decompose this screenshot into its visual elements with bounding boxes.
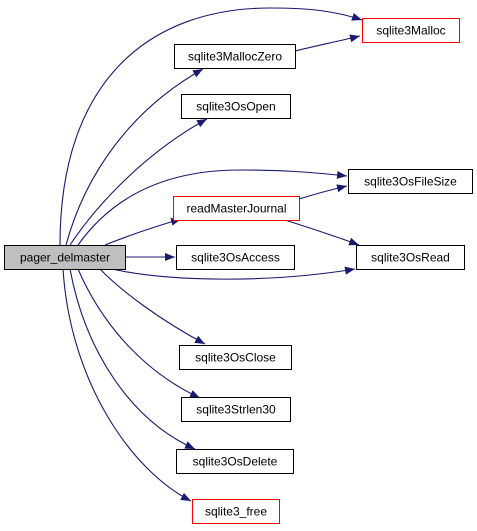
node-box [173,196,300,221]
node-sqlite3OsAccess[interactable]: sqlite3OsAccess [176,245,295,270]
node-sqlite3OsFileSize[interactable]: sqlite3OsFileSize [348,169,473,194]
node-sqlite3Malloc[interactable]: sqlite3Malloc [362,18,460,43]
node-label: sqlite3OsOpen [196,100,275,114]
node-box [176,449,294,474]
edge-pager_delmaster-to-sqlite3OsOpen [69,118,208,246]
node-label: sqlite3OsFileSize [364,175,457,189]
edge-pager_delmaster-to-sqlite3OsClose [99,268,206,345]
edge-pager_delmaster-to-sqlite3OsFileSize [77,169,348,246]
edge-pager_delmaster-to-sqlite3Malloc [59,7,363,246]
edge-readMasterJournal-to-sqlite3OsFileSize [298,184,348,200]
edge-pager_delmaster-to-readMasterJournal [104,217,182,246]
node-box [4,245,126,270]
node-pager_delmaster[interactable]: pager_delmaster [4,245,126,270]
nodes-layer: pager_delmaster sqlite3Malloc sqlite3Mallo… [4,18,473,524]
node-label: pager_delmaster [20,251,110,265]
node-box [362,18,460,43]
node-box [174,44,296,69]
node-label: sqlite3OsDelete [193,455,278,469]
node-sqlite3_free[interactable]: sqlite3_free [192,499,280,524]
node-label: sqlite3OsAccess [191,251,280,265]
edge-pager_delmaster-to-sqlite3Strlen30 [77,268,201,399]
edge-pager_delmaster-to-sqlite3OsDelete [69,268,196,450]
edge-sqlite3MallocZero-to-sqlite3Malloc [294,34,361,52]
node-sqlite3OsOpen[interactable]: sqlite3OsOpen [181,94,291,119]
node-label: sqlite3MallocZero [188,50,282,64]
edge-readMasterJournal-to-sqlite3OsRead [284,219,360,246]
node-box [356,245,465,270]
node-label: sqlite3OsRead [371,251,450,265]
edge-pager_delmaster-to-sqlite3OsRead [111,266,356,280]
node-box [179,345,292,370]
node-label: sqlite3Strlen30 [196,403,276,417]
edges-layer [59,7,363,502]
node-label: sqlite3OsClose [195,351,276,365]
node-box [348,169,473,194]
node-sqlite3OsDelete[interactable]: sqlite3OsDelete [176,449,294,474]
node-label: readMasterJournal [186,202,286,216]
node-sqlite3MallocZero[interactable]: sqlite3MallocZero [174,44,296,69]
node-box [176,245,295,270]
node-box [181,397,291,422]
node-sqlite3OsRead[interactable]: sqlite3OsRead [356,245,465,270]
node-label: sqlite3_free [205,505,267,519]
node-sqlite3Strlen30[interactable]: sqlite3Strlen30 [181,397,291,422]
edge-pager_delmaster-to-sqlite3_free [62,268,192,502]
node-box [192,499,280,524]
edge-pager_delmaster-to-sqlite3MallocZero [65,68,204,246]
node-box [181,94,291,119]
node-readMasterJournal[interactable]: readMasterJournal [173,196,300,221]
node-label: sqlite3Malloc [376,24,445,38]
node-sqlite3OsClose[interactable]: sqlite3OsClose [179,345,292,370]
